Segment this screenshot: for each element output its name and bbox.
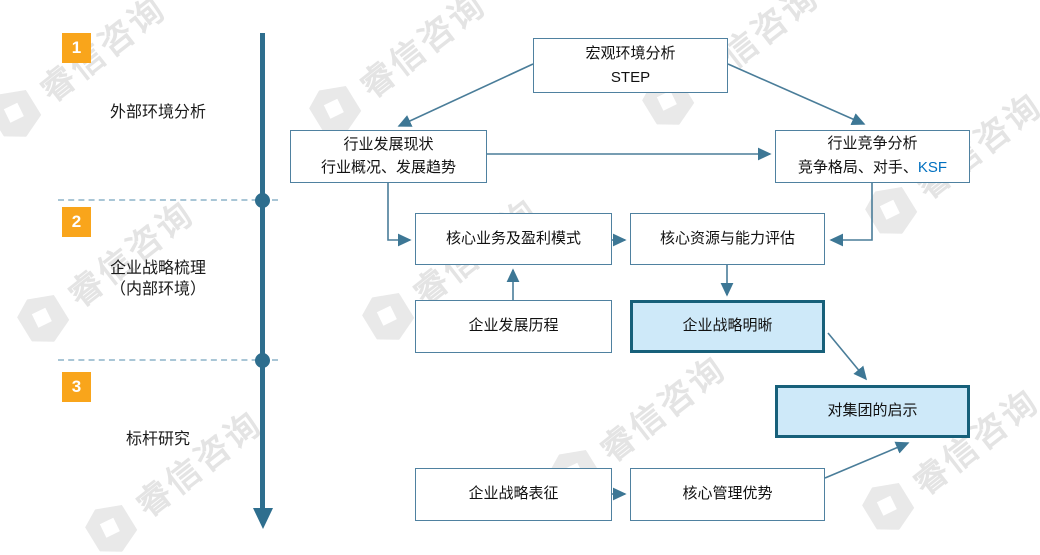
node-text: STEP <box>610 68 651 86</box>
node-text: 宏观环境分析 <box>585 45 676 62</box>
phase-label-strategy-review: 企业战略梳理 （内部环境） <box>68 258 248 300</box>
phase-label-external-analysis: 外部环境分析 <box>68 102 248 123</box>
node-industry-status: 行业发展现状 行业概况、发展趋势 <box>290 130 487 183</box>
phase-separator <box>58 199 278 201</box>
node-core-resources-capability: 核心资源与能力评估 <box>630 213 825 265</box>
node-enterprise-strategy-clarity: 企业战略明晰 <box>630 300 825 353</box>
node-group-implications: 对集团的启示 <box>775 385 970 438</box>
ksf-highlight-text: KSF <box>917 159 948 176</box>
node-text: 企业发展历程 <box>468 318 559 334</box>
node-text: 核心管理优势 <box>682 486 773 502</box>
phase-badge-2: 2 <box>62 207 91 237</box>
node-text: 行业发展现状 <box>343 136 434 153</box>
timeline-dot <box>255 353 270 368</box>
node-text: 行业概况、发展趋势 <box>320 159 456 176</box>
node-core-management-advantages: 核心管理优势 <box>630 468 825 521</box>
node-macro-analysis: 宏观环境分析 STEP <box>533 38 728 93</box>
node-text: 行业竞争分析 <box>827 136 918 152</box>
node-enterprise-development-history: 企业发展历程 <box>415 300 612 353</box>
node-text: 企业战略表征 <box>468 486 559 502</box>
phase-badge-1: 1 <box>62 33 91 63</box>
timeline-axis <box>260 33 265 508</box>
node-text: 核心业务及盈利模式 <box>445 230 581 247</box>
phase-label-benchmark-research: 标杆研究 <box>68 429 248 450</box>
phase-badge-3: 3 <box>62 372 91 402</box>
phase-label-line: 标杆研究 <box>125 431 190 448</box>
node-text: 竞争格局、对手、KSF <box>798 156 947 180</box>
timeline-arrow-down-icon <box>253 508 273 529</box>
phase-label-line: 企业战略梳理 <box>109 260 206 277</box>
node-text: 竞争格局、对手、 <box>797 160 918 176</box>
phase-label-line: （内部环境） <box>109 281 206 298</box>
node-industry-competition: 行业竞争分析 竞争格局、对手、KSF <box>775 130 970 183</box>
node-text: 企业战略明晰 <box>682 318 773 334</box>
node-enterprise-strategy-representation: 企业战略表征 <box>415 468 612 521</box>
phase-label-line: 外部环境分析 <box>109 104 206 121</box>
phase-separator <box>58 359 278 361</box>
node-text: 对集团的启示 <box>827 403 918 419</box>
node-core-business-profit-model: 核心业务及盈利模式 <box>415 213 612 265</box>
timeline-dot <box>255 193 270 208</box>
node-text: 核心资源与能力评估 <box>659 230 795 247</box>
